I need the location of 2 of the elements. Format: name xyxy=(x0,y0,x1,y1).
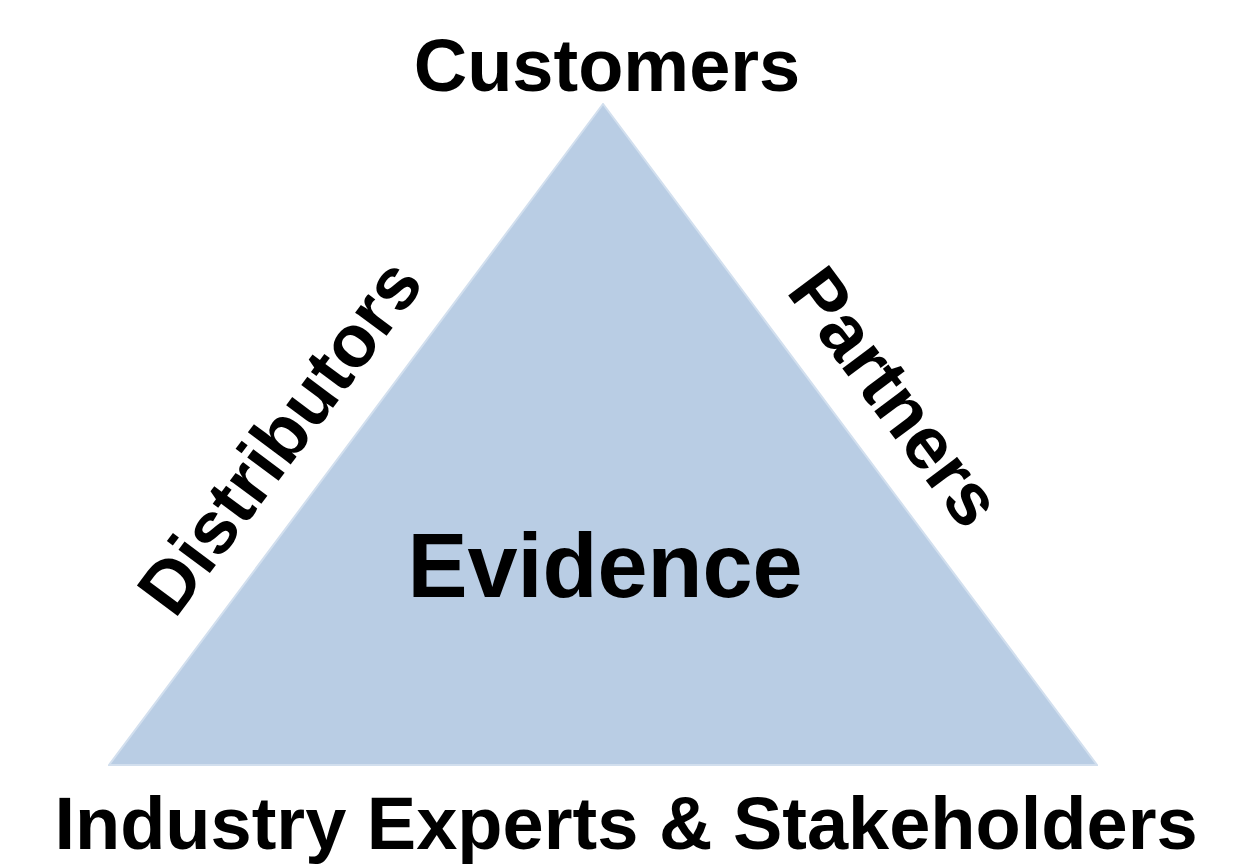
triangle xyxy=(108,103,1098,766)
corner-label: Customers xyxy=(413,29,801,103)
